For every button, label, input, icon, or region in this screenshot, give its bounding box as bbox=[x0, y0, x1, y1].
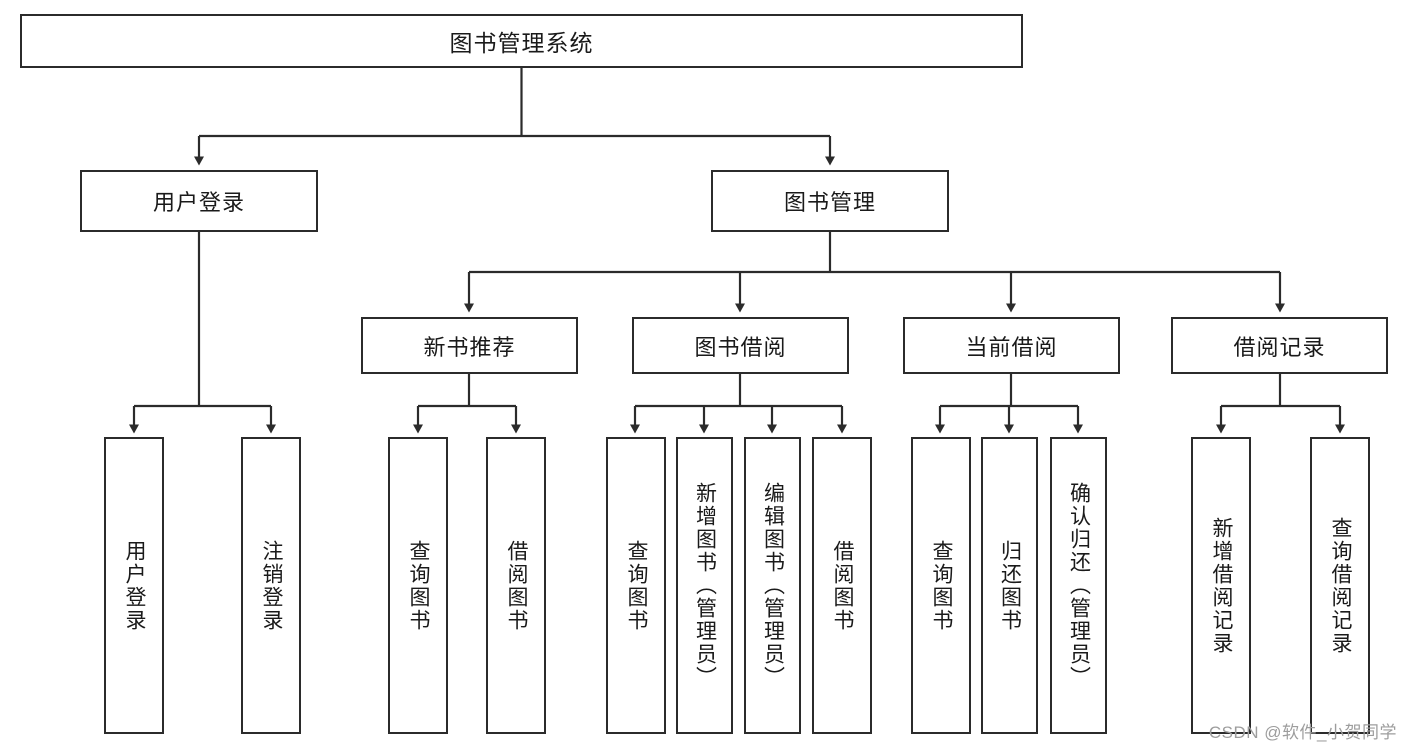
node-label: 当前借阅 bbox=[965, 334, 1058, 360]
node-label: 归还图书 bbox=[998, 539, 1022, 632]
leaf-query-book-3[interactable]: 查询图书 bbox=[911, 437, 971, 734]
leaf-confirm-return[interactable]: 确认归还（管理员） bbox=[1050, 437, 1107, 734]
leaf-user-login[interactable]: 用户登录 bbox=[104, 437, 164, 734]
node-label: 新增图书（管理员） bbox=[693, 482, 717, 689]
node-label: 图书管理 bbox=[783, 190, 876, 215]
node-label: 图书管理系统 bbox=[449, 30, 594, 56]
node-book-management[interactable]: 图书管理 bbox=[711, 170, 949, 232]
leaf-return-book[interactable]: 归还图书 bbox=[981, 437, 1038, 734]
node-current-borrow[interactable]: 当前借阅 bbox=[903, 317, 1120, 374]
node-label: 查询图书 bbox=[930, 539, 954, 632]
node-new-book-recommend[interactable]: 新书推荐 bbox=[361, 317, 578, 374]
leaf-add-borrow-record[interactable]: 新增借阅记录 bbox=[1191, 437, 1251, 734]
node-label: 借阅图书 bbox=[831, 539, 855, 632]
node-label: 新书推荐 bbox=[423, 334, 516, 360]
leaf-query-book-1[interactable]: 查询图书 bbox=[388, 437, 448, 734]
node-user-login[interactable]: 用户登录 bbox=[80, 170, 318, 232]
leaf-edit-book[interactable]: 编辑图书（管理员） bbox=[744, 437, 801, 734]
node-label: 用户登录 bbox=[152, 190, 245, 215]
csdn-watermark: CSDN @软件_小贺同学 bbox=[1208, 723, 1397, 742]
leaf-borrow-book-1[interactable]: 借阅图书 bbox=[486, 437, 546, 734]
node-label: 编辑图书（管理员） bbox=[761, 482, 785, 689]
node-label: 查询图书 bbox=[625, 539, 649, 632]
node-label: 借阅图书 bbox=[505, 539, 529, 632]
leaf-logout-login[interactable]: 注销登录 bbox=[241, 437, 301, 734]
node-label: 图书借阅 bbox=[694, 334, 787, 360]
node-label: 查询图书 bbox=[407, 539, 431, 632]
leaf-borrow-book-2[interactable]: 借阅图书 bbox=[812, 437, 872, 734]
node-label: 确认归还（管理员） bbox=[1067, 482, 1091, 689]
node-book-borrow[interactable]: 图书借阅 bbox=[632, 317, 849, 374]
node-borrow-record[interactable]: 借阅记录 bbox=[1171, 317, 1388, 374]
node-label: 注销登录 bbox=[260, 539, 284, 632]
leaf-add-book[interactable]: 新增图书（管理员） bbox=[676, 437, 733, 734]
leaf-query-book-2[interactable]: 查询图书 bbox=[606, 437, 666, 734]
node-label: 新增借阅记录 bbox=[1210, 516, 1234, 655]
node-label: 借阅记录 bbox=[1233, 334, 1326, 360]
node-label: 查询借阅记录 bbox=[1329, 516, 1353, 655]
node-book-management-system[interactable]: 图书管理系统 bbox=[20, 14, 1023, 68]
leaf-query-borrow-record[interactable]: 查询借阅记录 bbox=[1310, 437, 1370, 734]
node-label: 用户登录 bbox=[123, 539, 147, 632]
